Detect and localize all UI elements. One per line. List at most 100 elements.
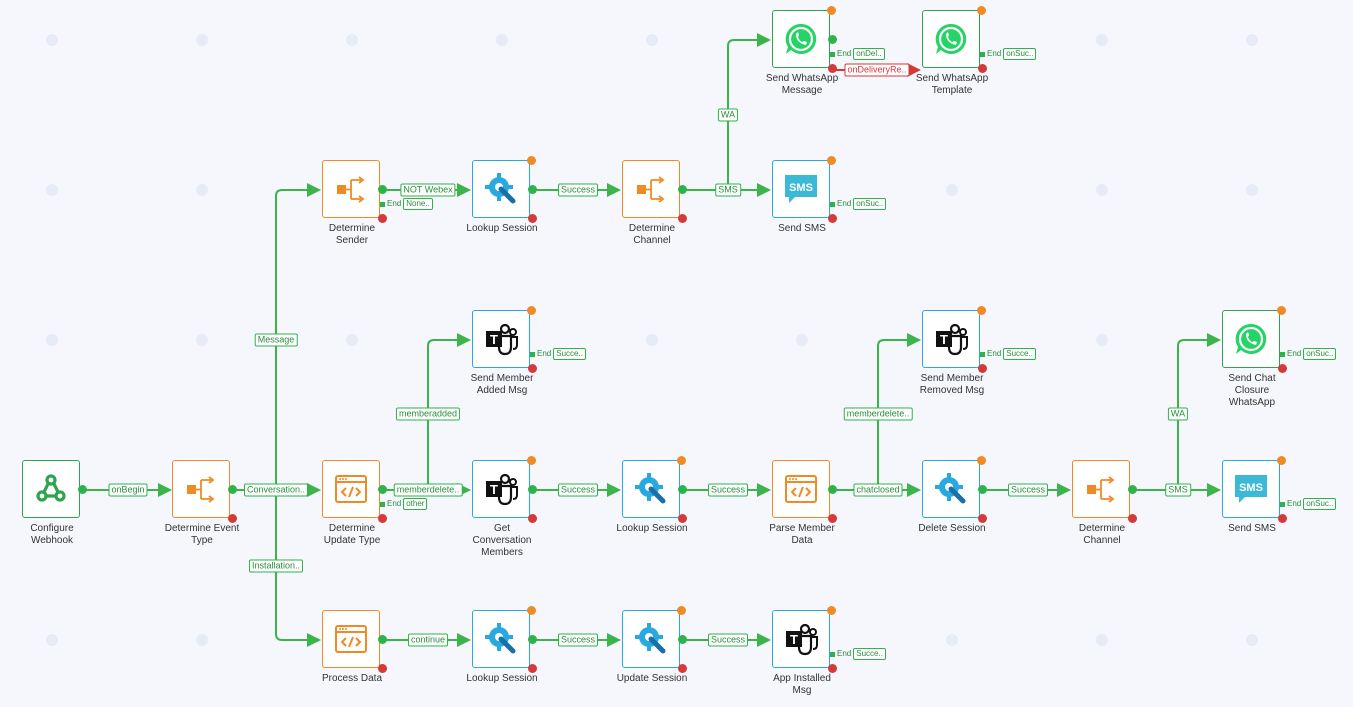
node-label: Send SMS [778,223,826,234]
whatsapp-icon [935,23,967,54]
lookup-session-3-node[interactable] [472,610,530,668]
svg-text:T: T [790,632,798,647]
determine-channel-1-node[interactable] [622,160,680,218]
teams-icon: T [786,623,818,656]
determine-sender-node[interactable] [322,160,380,218]
edge-label-success[interactable]: Success [557,183,599,197]
edge-label-sms[interactable]: SMS [715,183,741,197]
node-label: Lookup Session [466,223,538,234]
edge-label-not-webex[interactable]: NOT Webex [400,183,456,197]
send-sms-1-node[interactable]: SMS [772,160,830,218]
edge-label-success[interactable]: Success [557,633,599,647]
branch-icon [187,476,215,503]
lookup-session-1-node[interactable] [472,160,530,218]
node-label: Send WhatsApp Template [915,73,989,96]
whatsapp-icon [1235,323,1267,354]
node-label: Update Session [616,673,688,684]
get-conversation-members-node[interactable]: T [472,460,530,518]
node-label: Configure Webhook [30,523,74,546]
svg-text:T: T [490,332,498,347]
edge-label-installation[interactable]: Installation.. [248,559,304,573]
node-label: Lookup Session [466,673,538,684]
node-label: Send SMS [1228,523,1276,534]
code-icon [335,625,367,653]
delete-session-node[interactable] [922,460,980,518]
edge-label-conversation[interactable]: Conversation.. [243,483,309,497]
node-label: Delete Session [918,523,986,534]
edge-label-chatclosed[interactable]: chatclosed [853,483,903,497]
send-member-added-node[interactable]: T [472,310,530,368]
edge-label-memberadded[interactable]: memberadded [395,407,461,421]
gear-wrench-icon [935,473,966,504]
svg-text:T: T [490,482,498,497]
edge-label-wa[interactable]: WA [1167,407,1189,421]
node-label: Lookup Session [616,523,688,534]
code-icon [785,475,817,503]
gear-wrench-icon [485,623,516,654]
whatsapp-icon [785,23,817,54]
configure-webhook-node[interactable] [22,460,80,518]
send-member-removed-node[interactable]: T [922,310,980,368]
edge-label-continue[interactable]: continue [407,633,449,647]
send-sms-2-node[interactable]: SMS [1222,460,1280,518]
teams-icon: T [486,323,518,356]
determine-channel-2-node[interactable] [1072,460,1130,518]
node-label: Send Member Removed Msg [919,373,985,396]
sms-icon: SMS [1235,475,1267,503]
code-icon [335,475,367,503]
gear-wrench-icon [635,473,666,504]
gear-wrench-icon [635,623,666,654]
edge-label-success[interactable]: Success [707,483,749,497]
edge-label-memberdelete[interactable]: memberdelete.. [393,483,463,497]
node-label: Determine Channel [1078,523,1126,546]
send-chat-closure-whatsapp-node[interactable] [1222,310,1280,368]
svg-text:SMS: SMS [789,182,813,194]
update-session-node[interactable] [622,610,680,668]
edge-label-onbegin[interactable]: onBegin [108,483,148,497]
edge-label-success[interactable]: Success [557,483,599,497]
determine-event-type-node[interactable] [172,460,230,518]
determine-update-type-node[interactable] [322,460,380,518]
teams-icon: T [486,473,518,506]
teams-icon: T [936,323,968,356]
svg-text:T: T [940,332,948,347]
process-data-node[interactable] [322,610,380,668]
webhook-icon [36,474,66,502]
node-label: App Installed Msg [773,673,831,696]
gear-wrench-icon [485,173,516,204]
edge-label-on-delivery[interactable]: onDeliveryRe.. [844,63,910,77]
lookup-session-2-node[interactable] [622,460,680,518]
node-label: Get Conversation Members [472,523,532,558]
parse-member-data-node[interactable] [772,460,830,518]
send-whatsapp-template-node[interactable] [922,10,980,68]
edge-label-sms[interactable]: SMS [1165,483,1191,497]
node-label: Determine Event Type [164,523,240,546]
edge-label-wa[interactable]: WA [717,108,739,122]
node-label: Parse Member Data [769,523,835,546]
sms-icon: SMS [785,175,817,203]
branch-icon [337,176,365,203]
edge-label-success[interactable]: Success [1007,483,1049,497]
edge-label-memberdelete[interactable]: memberdelete.. [843,407,913,421]
branch-icon [1087,476,1115,503]
send-whatsapp-message-node[interactable] [772,10,830,68]
app-installed-msg-node[interactable]: T [772,610,830,668]
node-label: Send WhatsApp Message [765,73,839,96]
node-label: Process Data [321,673,383,684]
edge-label-success[interactable]: Success [707,633,749,647]
node-label: Send Chat Closure WhatsApp [1228,373,1276,408]
node-label: Determine Update Type [323,523,381,546]
edge-label-message[interactable]: Message [254,333,298,347]
